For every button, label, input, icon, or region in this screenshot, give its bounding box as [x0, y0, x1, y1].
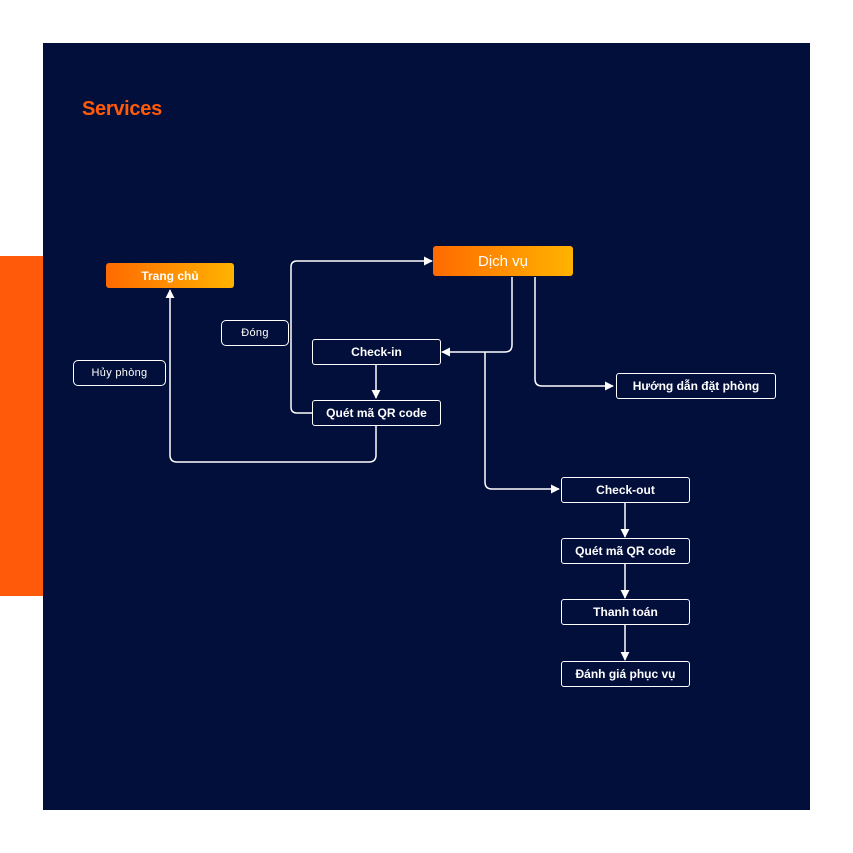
node-quet-qr-checkin[interactable]: Quét mã QR code — [312, 400, 441, 426]
node-thanh-toan[interactable]: Thanh toán — [561, 599, 690, 625]
node-trang-chu[interactable]: Trang chủ — [106, 263, 234, 288]
node-quet-qr-checkout[interactable]: Quét mã QR code — [561, 538, 690, 564]
page-title: Services — [82, 98, 162, 120]
label-huy-phong: Hủy phòng — [73, 360, 166, 386]
label-dong: Đóng — [221, 320, 289, 346]
accent-bar — [0, 256, 43, 596]
edge-qr-checkin-to-dich-vu — [290, 256, 433, 414]
node-check-out[interactable]: Check-out — [561, 477, 690, 503]
node-danh-gia-phuc-vu[interactable]: Đánh giá phục vụ — [561, 661, 690, 687]
edge-qr-checkin-to-trang-chu — [165, 289, 377, 463]
edge-dich-vu-to-check-in — [441, 277, 513, 357]
edge-dich-vu-to-check-out — [484, 352, 560, 494]
edge-dich-vu-to-huong-dan — [534, 277, 614, 391]
node-huong-dan-dat-phong[interactable]: Hướng dẫn đặt phòng — [616, 373, 776, 399]
node-dich-vu[interactable]: Dịch vụ — [433, 246, 573, 276]
node-check-in[interactable]: Check-in — [312, 339, 441, 365]
diagram-panel — [43, 43, 810, 810]
